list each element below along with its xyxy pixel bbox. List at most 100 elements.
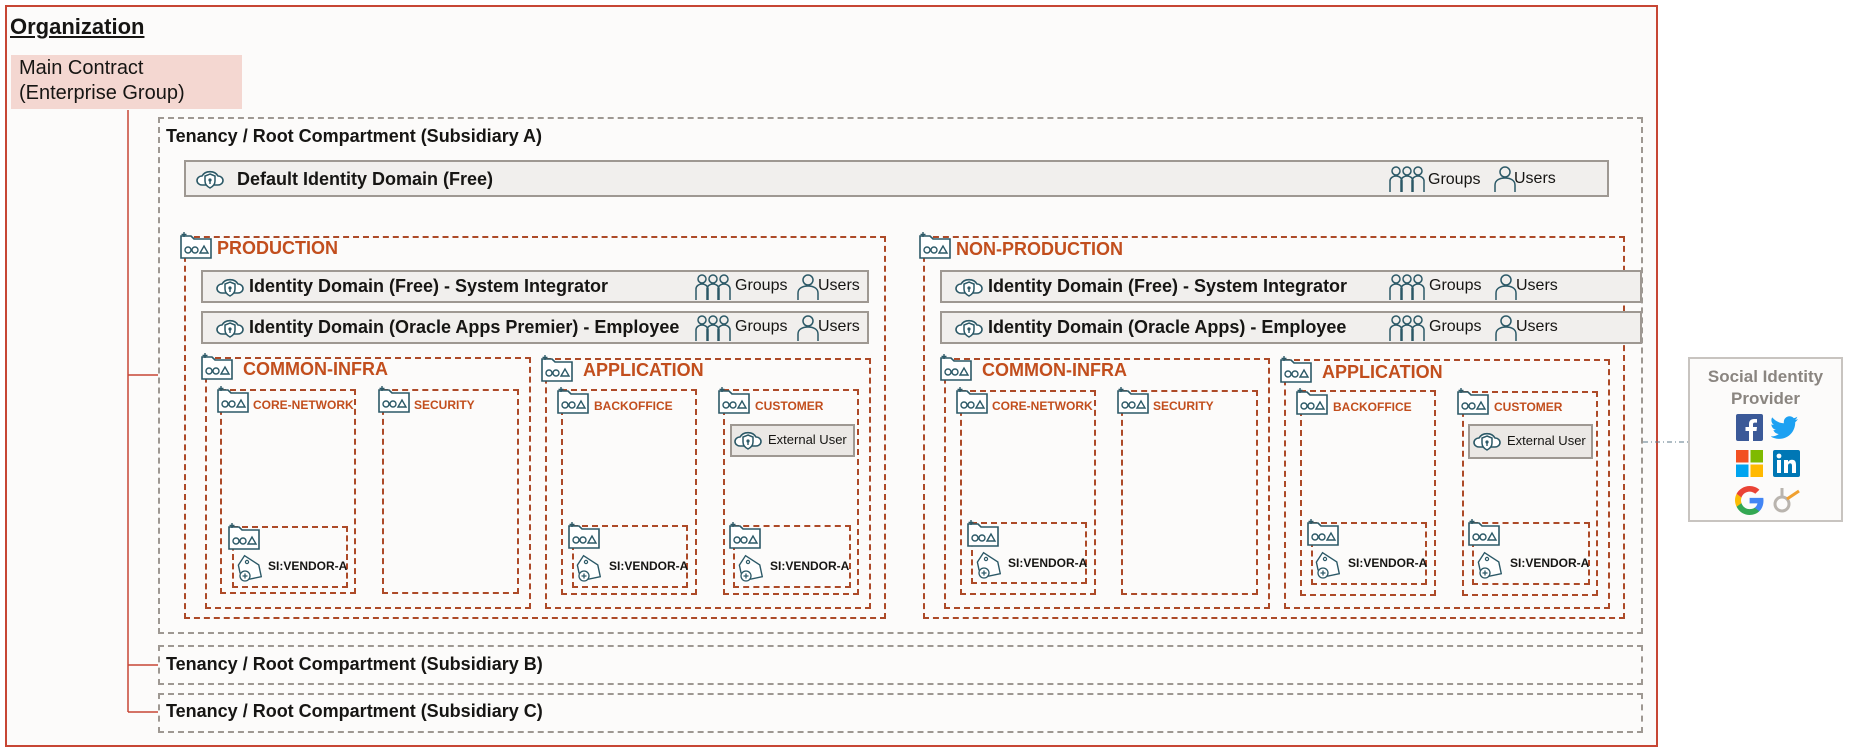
production-customer-vendor-label: SI:VENDOR-A <box>770 559 850 573</box>
nonproduction-backoffice-vendor-label: SI:VENDOR-A <box>1348 556 1428 570</box>
nonproduction-common-infra-title: COMMON-INFRA <box>982 360 1127 380</box>
production-core-network-compartment <box>220 389 356 594</box>
nonproduction-emp-groups-label: Groups <box>1429 318 1482 335</box>
compartment-icon <box>557 386 589 414</box>
production-common-infra-compartment <box>205 357 531 609</box>
production-emp-users-label: Users <box>818 318 860 335</box>
tenancy-subsidiary-c <box>158 693 1643 733</box>
compartment-icon <box>919 231 951 259</box>
nonproduction-emp-users-label: Users <box>1516 318 1558 335</box>
nonproduction-customer-title: CUSTOMER <box>1494 400 1563 414</box>
nonproduction-employee-domain-label: Identity Domain (Oracle Apps) - Employee <box>988 317 1347 337</box>
production-employee-domain-label: Identity Domain (Oracle Apps Premier) - … <box>249 317 680 337</box>
tenancy-b-label: Tenancy / Root Compartment (Subsidiary B… <box>166 654 543 674</box>
nonproduction-backoffice-title: BACKOFFICE <box>1333 400 1412 414</box>
nonproduction-compartment <box>923 236 1625 619</box>
production-core-vendor-label: SI:VENDOR-A <box>268 559 348 573</box>
production-application-title: APPLICATION <box>583 360 704 380</box>
production-security-compartment <box>382 389 519 594</box>
production-employee-domain-bar <box>201 311 869 344</box>
tag-add-icon <box>236 553 262 583</box>
production-application-compartment <box>545 358 871 609</box>
compartment-icon <box>718 386 750 414</box>
social-identity-provider-label: Social Identity Provider <box>1707 367 1824 408</box>
nonproduction-core-network-title: CORE-NETWORK <box>992 399 1093 413</box>
tenancy-subsidiary-a <box>158 117 1643 634</box>
groups-icon <box>1388 314 1426 342</box>
identity-domain-icon <box>216 314 244 342</box>
organization-title: Organization <box>10 14 145 39</box>
social-identity-provider-box <box>1688 357 1843 522</box>
default-groups-label: Groups <box>1428 171 1481 188</box>
tag-add-icon <box>1476 550 1502 580</box>
microsoft-icon <box>1736 450 1763 477</box>
groups-icon <box>1388 165 1426 193</box>
production-backoffice-vendor-compartment <box>572 525 688 588</box>
google-icon <box>1735 486 1764 515</box>
nonproduction-security-compartment <box>1121 390 1258 595</box>
groups-icon <box>694 314 732 342</box>
compartment-icon <box>201 352 233 380</box>
user-icon <box>796 314 820 342</box>
nonproduction-common-infra-compartment <box>944 358 1270 609</box>
production-customer-title: CUSTOMER <box>755 399 824 413</box>
production-backoffice-compartment <box>561 389 697 595</box>
identity-domain-icon <box>1473 427 1501 455</box>
compartment-icon <box>217 385 249 413</box>
compartment-icon <box>1457 387 1489 415</box>
default-users-label: Users <box>1514 170 1556 187</box>
compartment-icon <box>1296 387 1328 415</box>
production-security-title: SECURITY <box>414 398 475 412</box>
nonproduction-backoffice-compartment <box>1300 390 1436 596</box>
production-si-groups-label: Groups <box>735 277 788 294</box>
production-si-domain-label: Identity Domain (Free) - System Integrat… <box>249 276 609 296</box>
compartment-icon <box>378 385 410 413</box>
production-backoffice-title: BACKOFFICE <box>594 399 673 413</box>
production-compartment <box>184 236 886 619</box>
compartment-icon <box>940 353 972 381</box>
default-identity-domain-label: Default Identity Domain (Free) <box>237 169 494 189</box>
nonproduction-external-user-label: External User <box>1507 433 1586 448</box>
identity-domain-icon <box>216 273 244 301</box>
compartment-icon <box>956 386 988 414</box>
user-icon <box>796 273 820 301</box>
nonproduction-security-title: SECURITY <box>1153 399 1214 413</box>
production-customer-compartment <box>723 389 859 595</box>
production-si-users-label: Users <box>818 277 860 294</box>
nonproduction-si-domain-label: Identity Domain (Free) - System Integrat… <box>988 276 1348 296</box>
compartment-icon <box>1307 518 1339 546</box>
identity-domain-icon <box>734 426 762 454</box>
compartment-icon <box>729 521 761 549</box>
twitter-icon <box>1771 416 1798 439</box>
nonproduction-customer-vendor-label: SI:VENDOR-A <box>1510 556 1590 570</box>
production-external-user-label: External User <box>768 432 847 447</box>
nonproduction-si-domain-bar <box>940 270 1642 303</box>
identity-domain-icon <box>196 165 224 193</box>
production-core-network-title: CORE-NETWORK <box>253 398 354 412</box>
identity-domain-icon <box>955 314 983 342</box>
facebook-icon <box>1736 414 1763 441</box>
tag-add-icon <box>1314 550 1340 580</box>
compartment-icon <box>541 354 573 382</box>
production-title: PRODUCTION <box>217 238 338 258</box>
production-core-vendor-compartment <box>232 526 348 588</box>
identity-domain-icon <box>955 273 983 301</box>
nonproduction-title: NON-PRODUCTION <box>956 239 1123 259</box>
compartment-icon <box>180 231 212 259</box>
tenancy-subsidiary-b <box>158 645 1643 685</box>
compartment-icon <box>1280 355 1312 383</box>
groups-icon <box>1388 273 1426 301</box>
nonproduction-si-users-label: Users <box>1516 277 1558 294</box>
nonproduction-si-groups-label: Groups <box>1429 277 1482 294</box>
main-contract-label: Main Contract (Enterprise Group) <box>19 57 185 104</box>
compartment-icon <box>967 519 999 547</box>
default-identity-domain-bar <box>184 160 1609 197</box>
production-backoffice-vendor-label: SI:VENDOR-A <box>609 559 689 573</box>
groups-icon <box>694 273 732 301</box>
nonproduction-application-title: APPLICATION <box>1322 362 1443 382</box>
user-icon <box>1494 273 1518 301</box>
tag-add-icon <box>575 553 601 583</box>
compartment-icon <box>568 521 600 549</box>
tenancy-a-label: Tenancy / Root Compartment (Subsidiary A… <box>166 126 543 146</box>
tenancy-c-label: Tenancy / Root Compartment (Subsidiary C… <box>166 701 543 721</box>
